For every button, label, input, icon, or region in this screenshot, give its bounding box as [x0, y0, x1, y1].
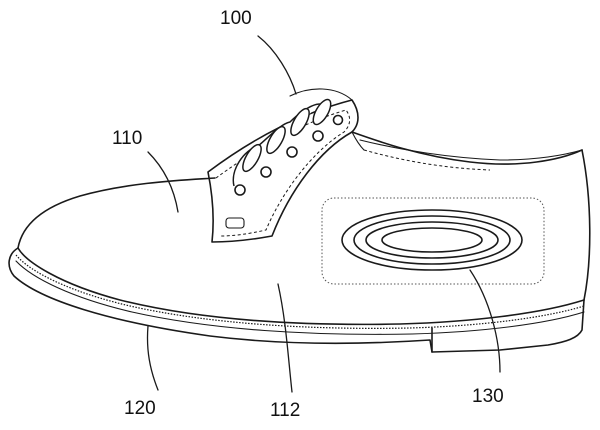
leader-100 — [257, 35, 297, 95]
leader-lines — [146, 35, 501, 393]
collar-inner — [359, 139, 583, 161]
lace-cross — [266, 125, 286, 155]
eyelet — [234, 184, 246, 196]
label-120: 120 — [124, 398, 156, 419]
lace-cross — [312, 98, 332, 126]
coil-ring-1 — [341, 209, 523, 271]
sole — [8, 247, 585, 353]
coil-ring-3 — [365, 221, 499, 259]
eyelet — [260, 166, 272, 178]
welt-bottom — [15, 260, 585, 335]
quarter-top-outline — [351, 131, 583, 165]
lacing — [232, 98, 344, 196]
label-112: 112 — [270, 400, 300, 421]
label-100: 100 — [220, 8, 252, 29]
quarter-stitch — [363, 149, 491, 171]
label-110: 110 — [112, 128, 142, 149]
vamp-outline — [17, 177, 216, 249]
upper — [17, 88, 591, 301]
leader-110 — [147, 151, 179, 213]
welt-top — [17, 247, 585, 326]
welt-stitching — [15, 254, 585, 329]
tongue — [289, 88, 353, 101]
heating-element — [321, 197, 545, 285]
leader-130 — [469, 269, 501, 373]
coil-ring-4 — [381, 227, 483, 253]
heel-back — [581, 149, 591, 301]
quarter-seam — [351, 131, 365, 151]
eyelet — [286, 146, 298, 158]
eyelet — [332, 114, 344, 126]
eyestay-stitch — [215, 109, 351, 237]
sole-outline — [8, 247, 585, 353]
coil-ring-2 — [353, 215, 511, 265]
heating-zone-outline — [321, 197, 545, 285]
leader-112 — [277, 283, 293, 393]
leader-120 — [146, 325, 159, 391]
label-130: 130 — [472, 386, 504, 407]
lace-cross — [290, 107, 310, 137]
eyestay-tab — [225, 217, 245, 229]
lace-cross — [242, 143, 262, 173]
eyelet — [312, 130, 324, 142]
